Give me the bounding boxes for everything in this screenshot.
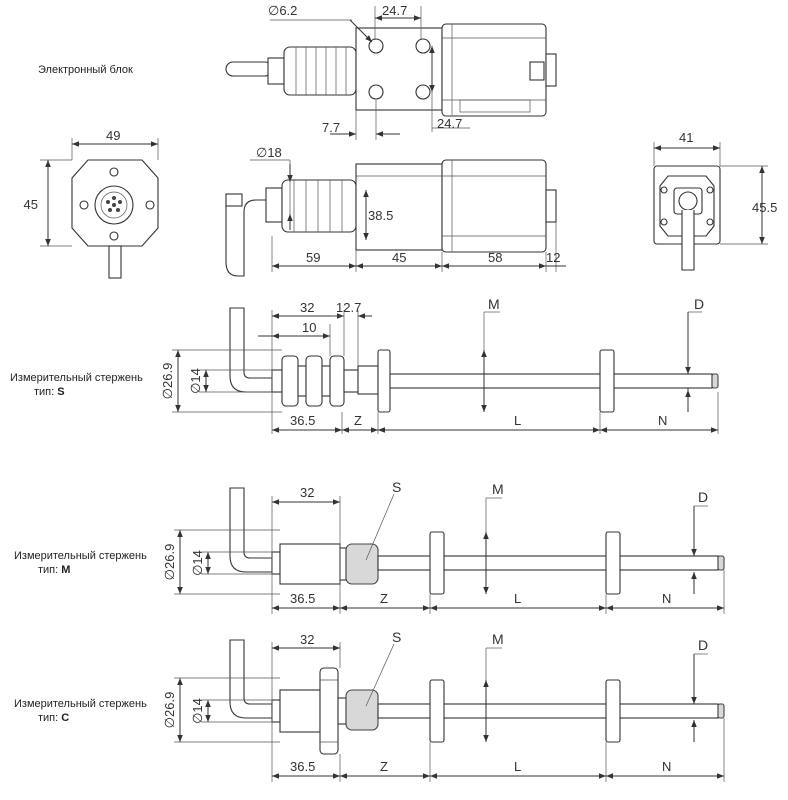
rod-c-dim-inner-d: ∅14 [190, 698, 205, 724]
rod-s-dim-10: 10 [302, 320, 316, 335]
rod-c-label-line1: Измерительный стержень [14, 698, 147, 710]
rear-view [653, 142, 768, 271]
electronic-block-label: Электронный блок [38, 64, 133, 76]
dim-hole-offset: 7.7 [322, 120, 340, 135]
rod-m-dim-n: N [662, 591, 671, 606]
rod-c-type: C [61, 712, 70, 724]
rod-s-dim-l: L [514, 413, 521, 428]
rod-s-dim-inner-d: ∅14 [188, 368, 203, 394]
rod-m-label-line1: Измерительный стержень [14, 550, 147, 562]
front-view [40, 138, 159, 279]
dim-side-seg2: 45 [392, 250, 406, 265]
rod-c-dim-n: N [662, 759, 671, 774]
rod-c-drawing [174, 639, 725, 782]
dim-side-seg1: 59 [306, 250, 320, 265]
rod-m-dim-36-5: 36.5 [290, 591, 315, 606]
rod-s-label-line1: Измерительный стержень [10, 372, 143, 384]
rod-s-label-prefix: тип: [34, 386, 58, 398]
rod-c-dim-z: Z [380, 759, 388, 774]
rod-m-label-prefix: тип: [38, 564, 62, 576]
rod-s-dim-36-5: 36.5 [290, 413, 315, 428]
rod-c-dim-32: 32 [300, 632, 314, 647]
top-view [225, 6, 557, 140]
rod-m-type: M [61, 564, 71, 576]
rod-s-drawing [172, 307, 719, 434]
rod-m-dim-l: L [514, 591, 521, 606]
rod-s-type: S [57, 386, 65, 398]
rod-c-dim-m: M [492, 631, 504, 647]
rod-s-dim-m: M [488, 296, 500, 312]
rod-s-label: Измерительный стержень тип: S [10, 371, 143, 399]
mount-hole-icon [368, 38, 384, 54]
dim-side-seg3: 58 [488, 250, 502, 265]
side-view [225, 159, 566, 277]
dim-rear-height: 45.5 [752, 200, 777, 215]
rod-m-dim-s: S [392, 479, 401, 495]
dim-front-height: 45 [24, 197, 38, 212]
dim-side-diameter: ∅18 [256, 145, 282, 160]
rod-m-dim-outer-d: ∅26.9 [162, 544, 177, 581]
rod-s-dim-12-7: 12.7 [336, 300, 361, 315]
rod-c-dim-outer-d: ∅26.9 [162, 692, 177, 729]
dim-hole-spacing-side: 24.7 [437, 116, 462, 131]
rod-m-drawing [174, 487, 725, 614]
rod-m-label: Измерительный стержень тип: M [14, 549, 147, 577]
rod-c-label: Измерительный стержень тип: C [14, 697, 147, 725]
rod-c-dim-s: S [392, 629, 401, 645]
rod-s-dim-32: 32 [300, 300, 314, 315]
dim-hole-diameter: ∅6.2 [268, 3, 297, 18]
rod-s-dim-n: N [658, 413, 667, 428]
rod-m-dim-z: Z [380, 591, 388, 606]
dim-side-block-height: 38.5 [368, 208, 393, 223]
rod-m-dim-inner-d: ∅14 [190, 550, 205, 576]
dim-front-width: 49 [106, 128, 120, 143]
rod-c-dim-l: L [514, 759, 521, 774]
dim-hole-spacing-top: 24.7 [382, 3, 407, 18]
dim-rear-width: 41 [679, 130, 693, 145]
rod-s-dim-z: Z [354, 413, 362, 428]
rod-s-dim-d: D [694, 296, 704, 312]
rod-m-dim-d: D [698, 489, 708, 505]
rod-c-dim-36-5: 36.5 [290, 759, 315, 774]
rod-m-dim-32: 32 [300, 485, 314, 500]
rod-c-label-prefix: тип: [38, 712, 62, 724]
dim-side-seg4: 12 [546, 250, 560, 265]
rod-c-dim-d: D [698, 637, 708, 653]
rod-m-dim-m: M [492, 481, 504, 497]
rod-s-dim-outer-d: ∅26.9 [160, 363, 175, 400]
